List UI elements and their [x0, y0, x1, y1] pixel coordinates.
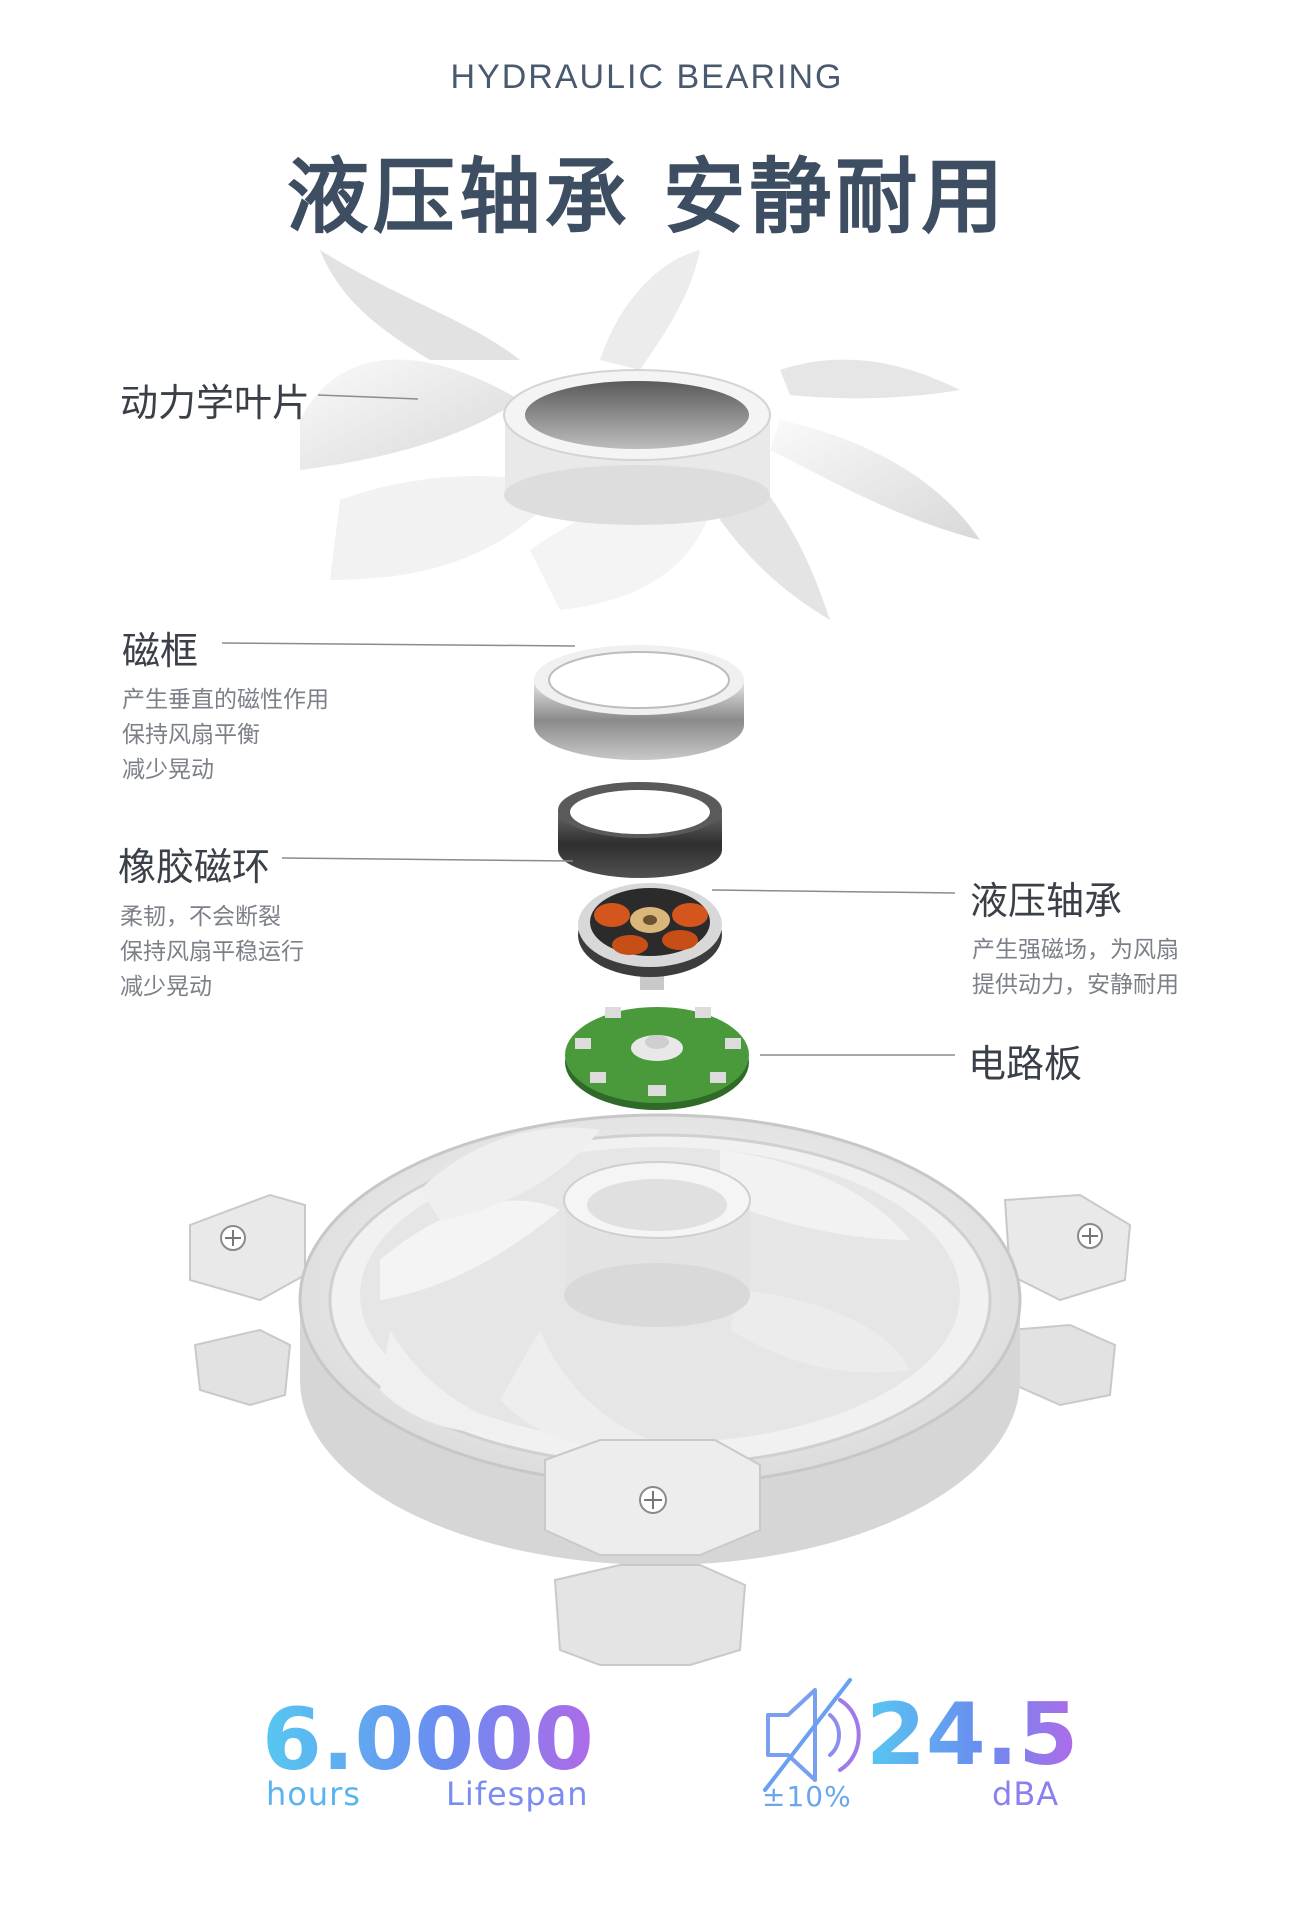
corner-mount [193, 1328, 292, 1407]
coil [672, 903, 708, 927]
desc-rubber-ring: 柔韧，不会断裂 保持风扇平稳运行 减少晃动 [120, 904, 304, 1000]
label-pcb: 电路板 [968, 1042, 1083, 1086]
label-bearing: 液压轴承 [970, 879, 1123, 923]
fan-blade [300, 359, 520, 470]
corner-mount [1003, 1193, 1132, 1302]
callout-frame [221, 642, 576, 647]
fan-frame [189, 1113, 1132, 1666]
corner-mount [553, 1564, 747, 1666]
rotor-hub-cap [525, 381, 749, 449]
rotor-hub-bottom [504, 465, 770, 525]
speaker-muted-icon [763, 1678, 861, 1792]
desc-frame: 产生垂直的磁性作用 保持风扇平衡 减少晃动 [122, 687, 329, 783]
fan-blade [770, 420, 980, 540]
coil [594, 903, 630, 927]
desc-bearing: 产生强磁场，为风扇 提供动力，安静耐用 [972, 937, 1179, 998]
callout-rubber [281, 857, 574, 862]
label-frame: 磁框 [122, 629, 199, 673]
blade-rotor [300, 250, 980, 620]
noise-unit: dBA [992, 1775, 1060, 1813]
rubber-magnet-ring [558, 782, 722, 878]
callout-bearing [711, 889, 956, 894]
lifespan-label: Lifespan [446, 1775, 589, 1813]
noise-value: 24.5 [866, 1685, 1079, 1785]
page-title: 液压轴承 安静耐用 [286, 150, 1008, 245]
noise-tolerance: ±10% [762, 1780, 852, 1813]
label-blades: 动力学叶片 [120, 381, 311, 425]
fan-blade [320, 250, 520, 360]
fan-blade [330, 476, 560, 580]
callout-lines [221, 394, 956, 1056]
callout-blades [317, 394, 419, 400]
label-rubber-ring: 橡胶磁环 [118, 845, 271, 889]
coil [662, 930, 698, 950]
fan-blade [600, 250, 700, 370]
circuit-board [565, 1007, 749, 1110]
lifespan-value: 6.0000 [262, 1690, 594, 1790]
fan-blade [780, 359, 960, 399]
magnetic-frame-ring [534, 645, 744, 760]
page-subtitle: HYDRAULIC BEARING [450, 58, 844, 96]
hydraulic-bearing-stator [578, 883, 722, 990]
coil [612, 935, 648, 955]
corner-mount [189, 1193, 306, 1302]
corner-mount [1008, 1323, 1117, 1407]
lifespan-unit: hours [266, 1775, 361, 1813]
